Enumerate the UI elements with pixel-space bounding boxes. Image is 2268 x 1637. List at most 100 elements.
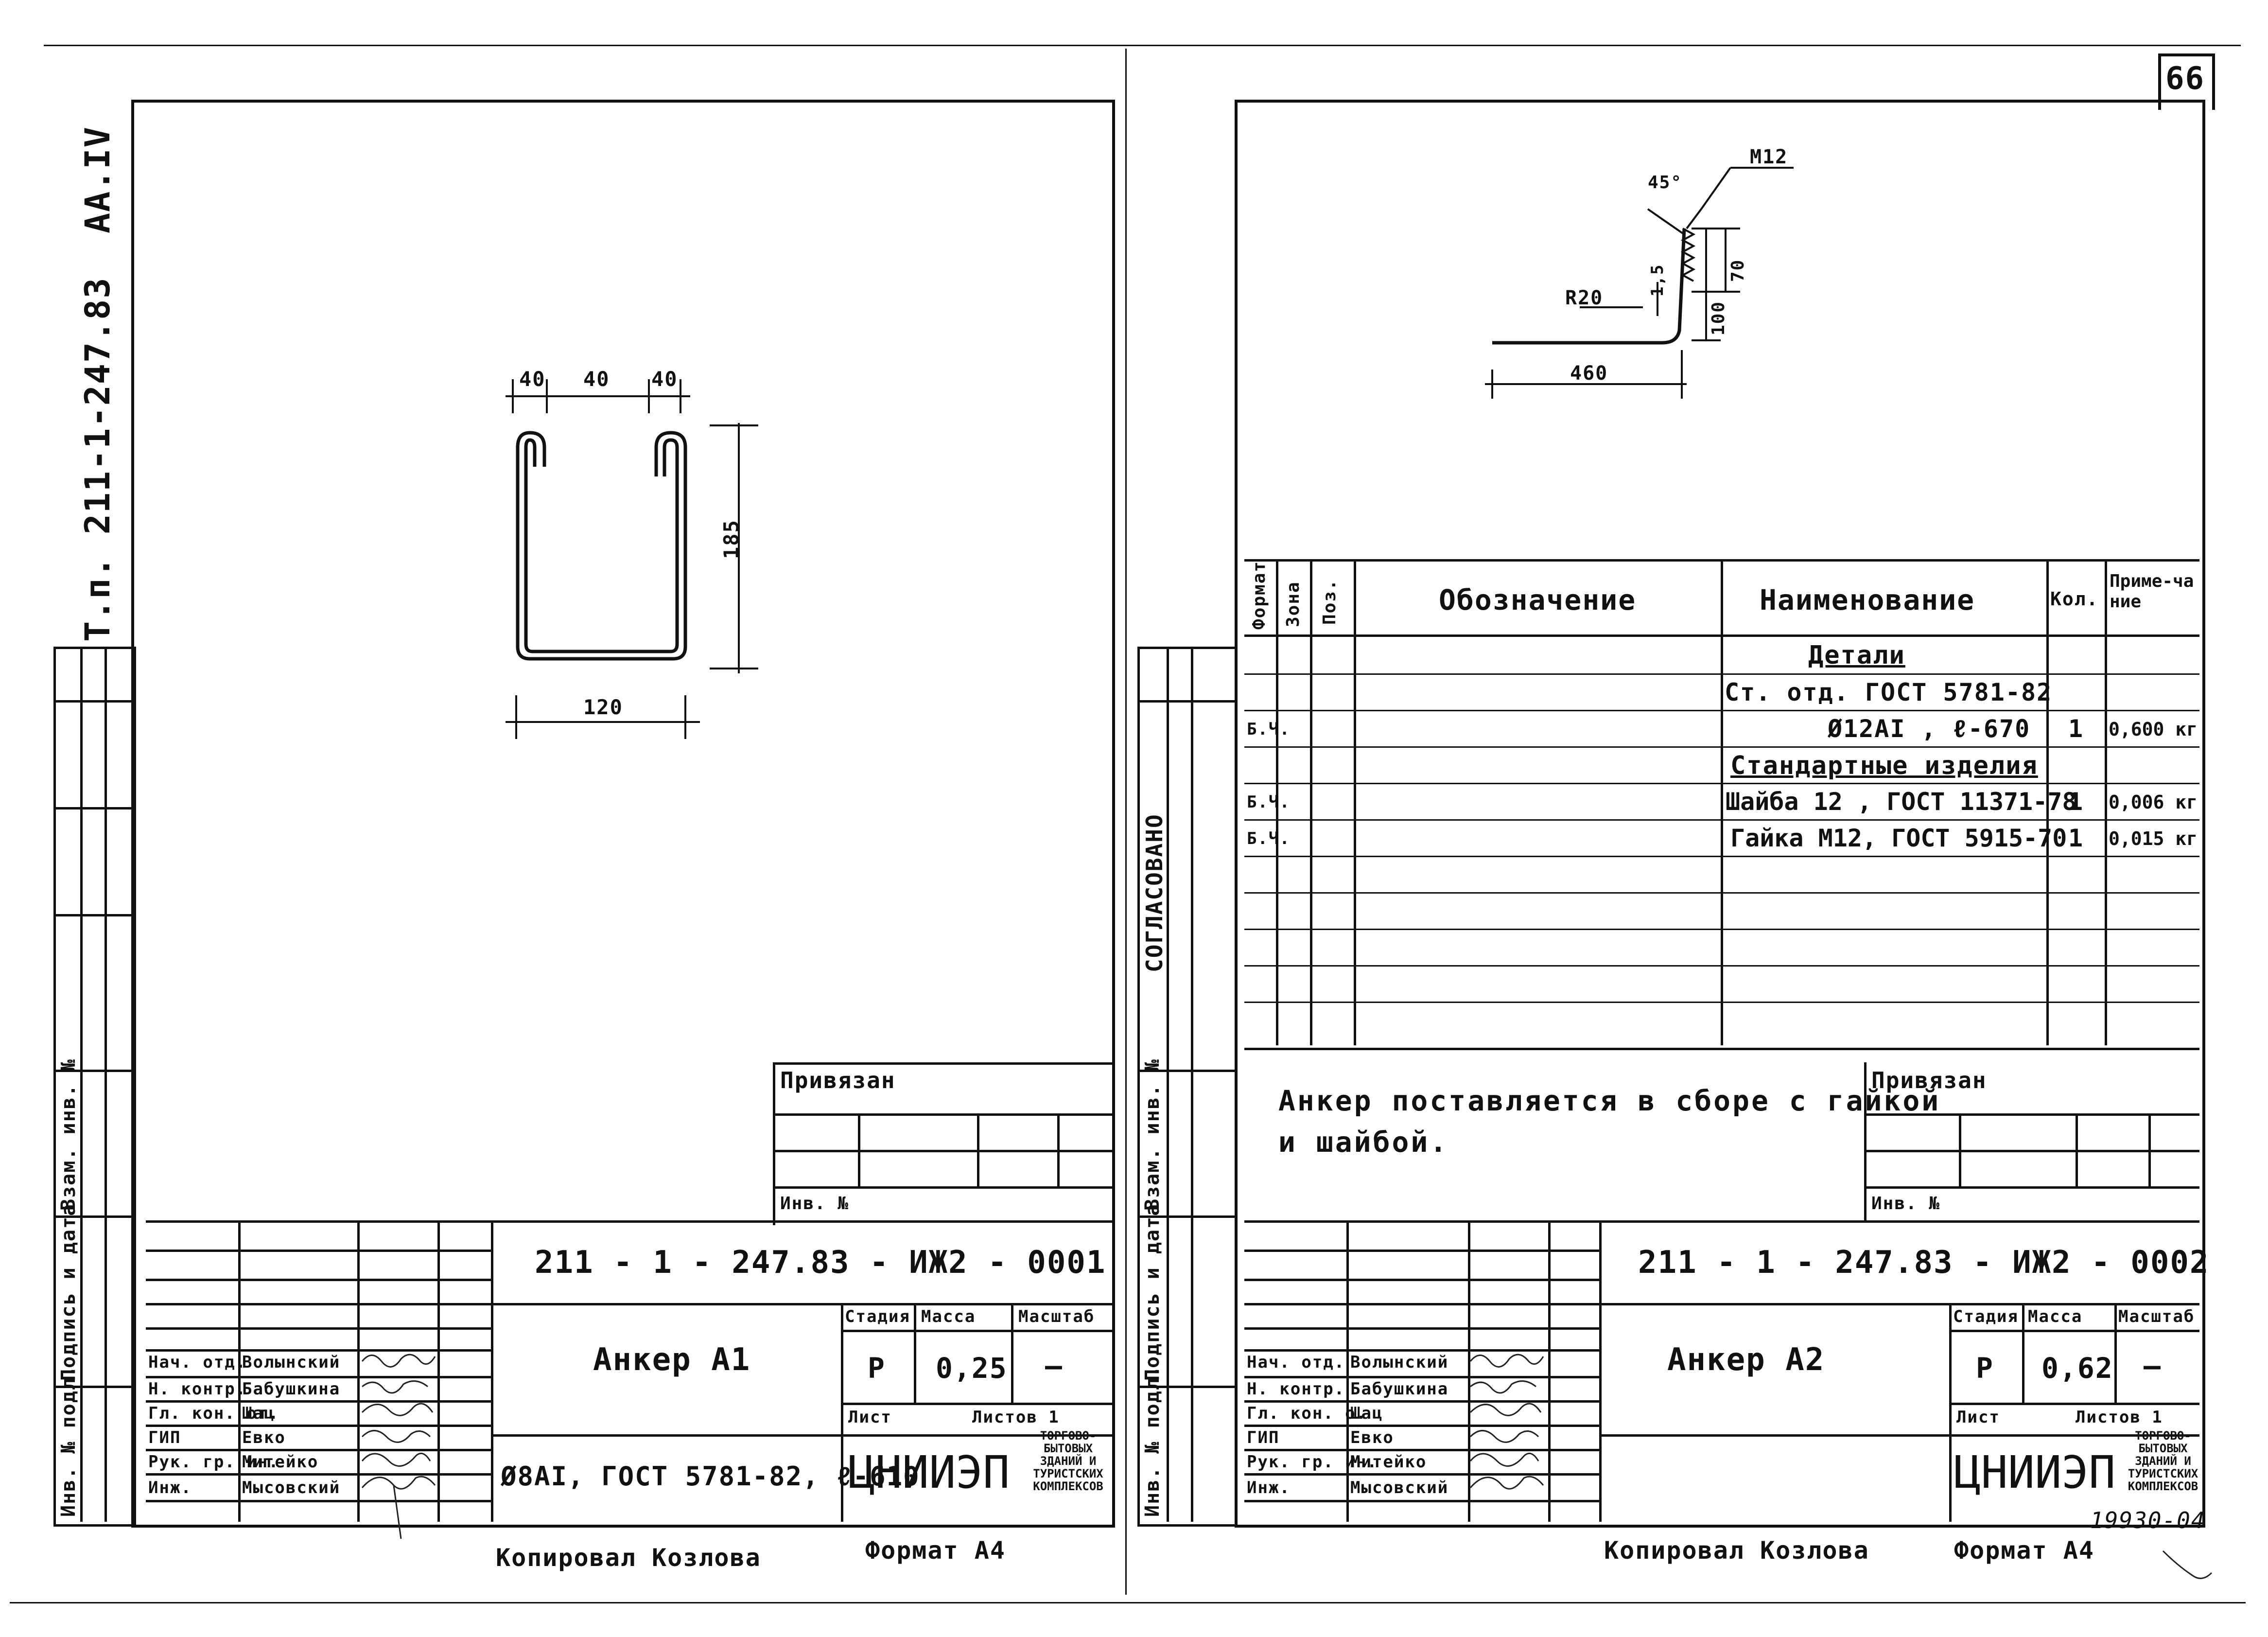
stamp-row-divider <box>53 914 131 916</box>
left-material: Ø8АI, ГОСТ 5781-82, ℓ-610 <box>501 1461 920 1492</box>
tb-row <box>1244 1449 1599 1451</box>
left-stamp-column <box>53 647 136 1527</box>
tb-col <box>1468 1220 1470 1522</box>
right-doc-code: 211 - 1 - 247.83 - ИЖ2 - 0002 <box>1638 1245 2210 1281</box>
side-code: Т.п. 211-1-247.83 <box>78 277 118 642</box>
tb-col <box>491 1220 493 1522</box>
left-inv-no: Инв. № <box>780 1194 850 1214</box>
spec-row <box>1244 746 2199 748</box>
tb-row <box>146 1376 491 1378</box>
spec-col <box>1354 559 1356 1045</box>
stamp-label-podpis: Подпись и дата <box>1141 1203 1164 1381</box>
stamp-col-divider <box>105 647 107 1522</box>
left-sheets: Листов 1 <box>972 1408 1060 1427</box>
tb-row <box>146 1473 491 1476</box>
left-doc-code: 211 - 1 - 247.83 - ИЖ2 - 0001 <box>535 1245 1106 1281</box>
stamp-row-divider <box>1137 1070 1235 1072</box>
spec-row-qty: 1 <box>2068 788 2084 816</box>
sheet-right-frame <box>1235 100 2205 1528</box>
right-signer-name-4: Митейко <box>1350 1452 1427 1472</box>
left-org-logo: ЦНИИЭП <box>848 1446 1010 1498</box>
stage-row <box>1599 1434 2199 1437</box>
spec-hdr-pos: Поз. <box>1320 579 1340 625</box>
org-desc-line: ТУРИСТСКИХ <box>1033 1467 1103 1480</box>
spec-col <box>1276 559 1278 1045</box>
tb-row <box>1244 1400 1599 1403</box>
org-desc-line: КОМПЛЕКСОВ <box>2128 1479 2198 1493</box>
dim-thread: М12 <box>1750 146 1788 168</box>
right-sheets: Листов 1 <box>2076 1408 2163 1427</box>
left-hdr-mass: Масса <box>921 1307 976 1326</box>
spec-row <box>1244 710 2199 711</box>
privyazan-col-line <box>1057 1113 1060 1186</box>
left-org-desc: ТОРГОВО- БЫТОВЫХ ЗДАНИЙ И ТУРИСТСКИХ КОМ… <box>1026 1429 1111 1493</box>
org-desc-line: ТОРГОВО- <box>2135 1429 2191 1443</box>
spec-row-name: Шайба 12 , ГОСТ 11371-78 <box>1726 788 2077 816</box>
left-scale: — <box>1045 1349 1063 1382</box>
spec-row <box>1244 634 2199 637</box>
right-signer-name-1: Бабушкина <box>1350 1379 1449 1399</box>
right-signer-name-0: Волынский <box>1350 1353 1449 1372</box>
right-stage: Р <box>1976 1352 1994 1385</box>
spec-row <box>1244 819 2199 821</box>
org-desc-line: ЗДАНИЙ И <box>2135 1454 2191 1468</box>
left-signer-name-3: Евко <box>242 1428 286 1447</box>
spec-row <box>1244 965 2199 967</box>
stage-col <box>2114 1303 2117 1403</box>
spec-hdr-designation: Обозначение <box>1439 583 1637 616</box>
stamp-col-divider <box>1167 647 1169 1522</box>
logo-col <box>1949 1434 1952 1522</box>
privyazan-row-line <box>773 1150 1112 1152</box>
spec-col <box>1310 559 1312 1045</box>
tb-row <box>146 1425 491 1427</box>
privyazan-row-line <box>1864 1186 2199 1189</box>
spec-row-note: 0,600 кг <box>2109 719 2198 740</box>
sheet-left-frame <box>131 100 1115 1528</box>
org-desc-line: БЫТОВЫХ <box>1043 1442 1093 1455</box>
spec-row <box>1244 673 2199 675</box>
dim-40-c: 40 <box>651 367 678 391</box>
tb-row <box>146 1400 491 1403</box>
tb-row <box>1244 1473 1599 1476</box>
spec-row <box>1244 856 2199 857</box>
left-format: Формат А4 <box>865 1536 1006 1565</box>
right-title: Анкер А2 <box>1667 1342 1825 1378</box>
dim-h100: 100 <box>1709 300 1728 335</box>
right-hdr-stage: Стадия <box>1953 1307 2019 1326</box>
spec-row-name: Детали <box>1808 641 1905 670</box>
tb-col <box>1548 1220 1551 1522</box>
stamp-label-podpis: Подпись и дата <box>57 1203 80 1381</box>
tb-col <box>238 1220 241 1522</box>
stage-row <box>1949 1403 2199 1405</box>
right-signer-role-5: Инж. <box>1247 1478 1291 1497</box>
right-signer-role-1: Н. контр. <box>1247 1379 1345 1399</box>
right-format: Формат А4 <box>1954 1536 2094 1565</box>
privyazan-col-line <box>858 1113 860 1186</box>
tb-row <box>146 1303 1112 1305</box>
stage-row <box>841 1330 1112 1332</box>
spec-row-name: Ст. отд. ГОСТ 5781-82 <box>1725 678 2053 706</box>
dim-height: 185 <box>719 519 743 559</box>
left-signer-role-4: Рук. гр. ин. <box>148 1452 279 1472</box>
right-sheet: Лист <box>1956 1408 2000 1427</box>
right-scale: — <box>2144 1349 2162 1382</box>
left-signer-name-0: Волынский <box>242 1353 341 1372</box>
left-signer-name-4: Митейко <box>242 1452 319 1472</box>
left-sheet: Лист <box>848 1408 892 1427</box>
page-number-box <box>2158 53 2215 110</box>
tb-row <box>1244 1376 1599 1378</box>
left-stage-box <box>841 1303 1115 1434</box>
spec-row-name: Гайка М12, ГОСТ 5915-70 <box>1730 824 2067 852</box>
spec-row-note: 0,006 кг <box>2109 792 2198 813</box>
tb-col <box>1346 1220 1349 1522</box>
spec-row-note: 0,015 кг <box>2109 828 2198 849</box>
left-privyazan-box <box>773 1062 1115 1225</box>
spec-row-format: Б.Ч. <box>1247 792 1291 812</box>
org-desc-line: БЫТОВЫХ <box>2138 1442 2188 1455</box>
logo-col <box>841 1434 843 1522</box>
left-signer-name-2: Шац <box>242 1404 275 1423</box>
right-inv-no: Инв. № <box>1871 1194 1941 1214</box>
dim-40-b: 40 <box>583 367 610 391</box>
stage-col <box>2022 1303 2024 1403</box>
stamp-row-divider <box>53 1215 131 1218</box>
